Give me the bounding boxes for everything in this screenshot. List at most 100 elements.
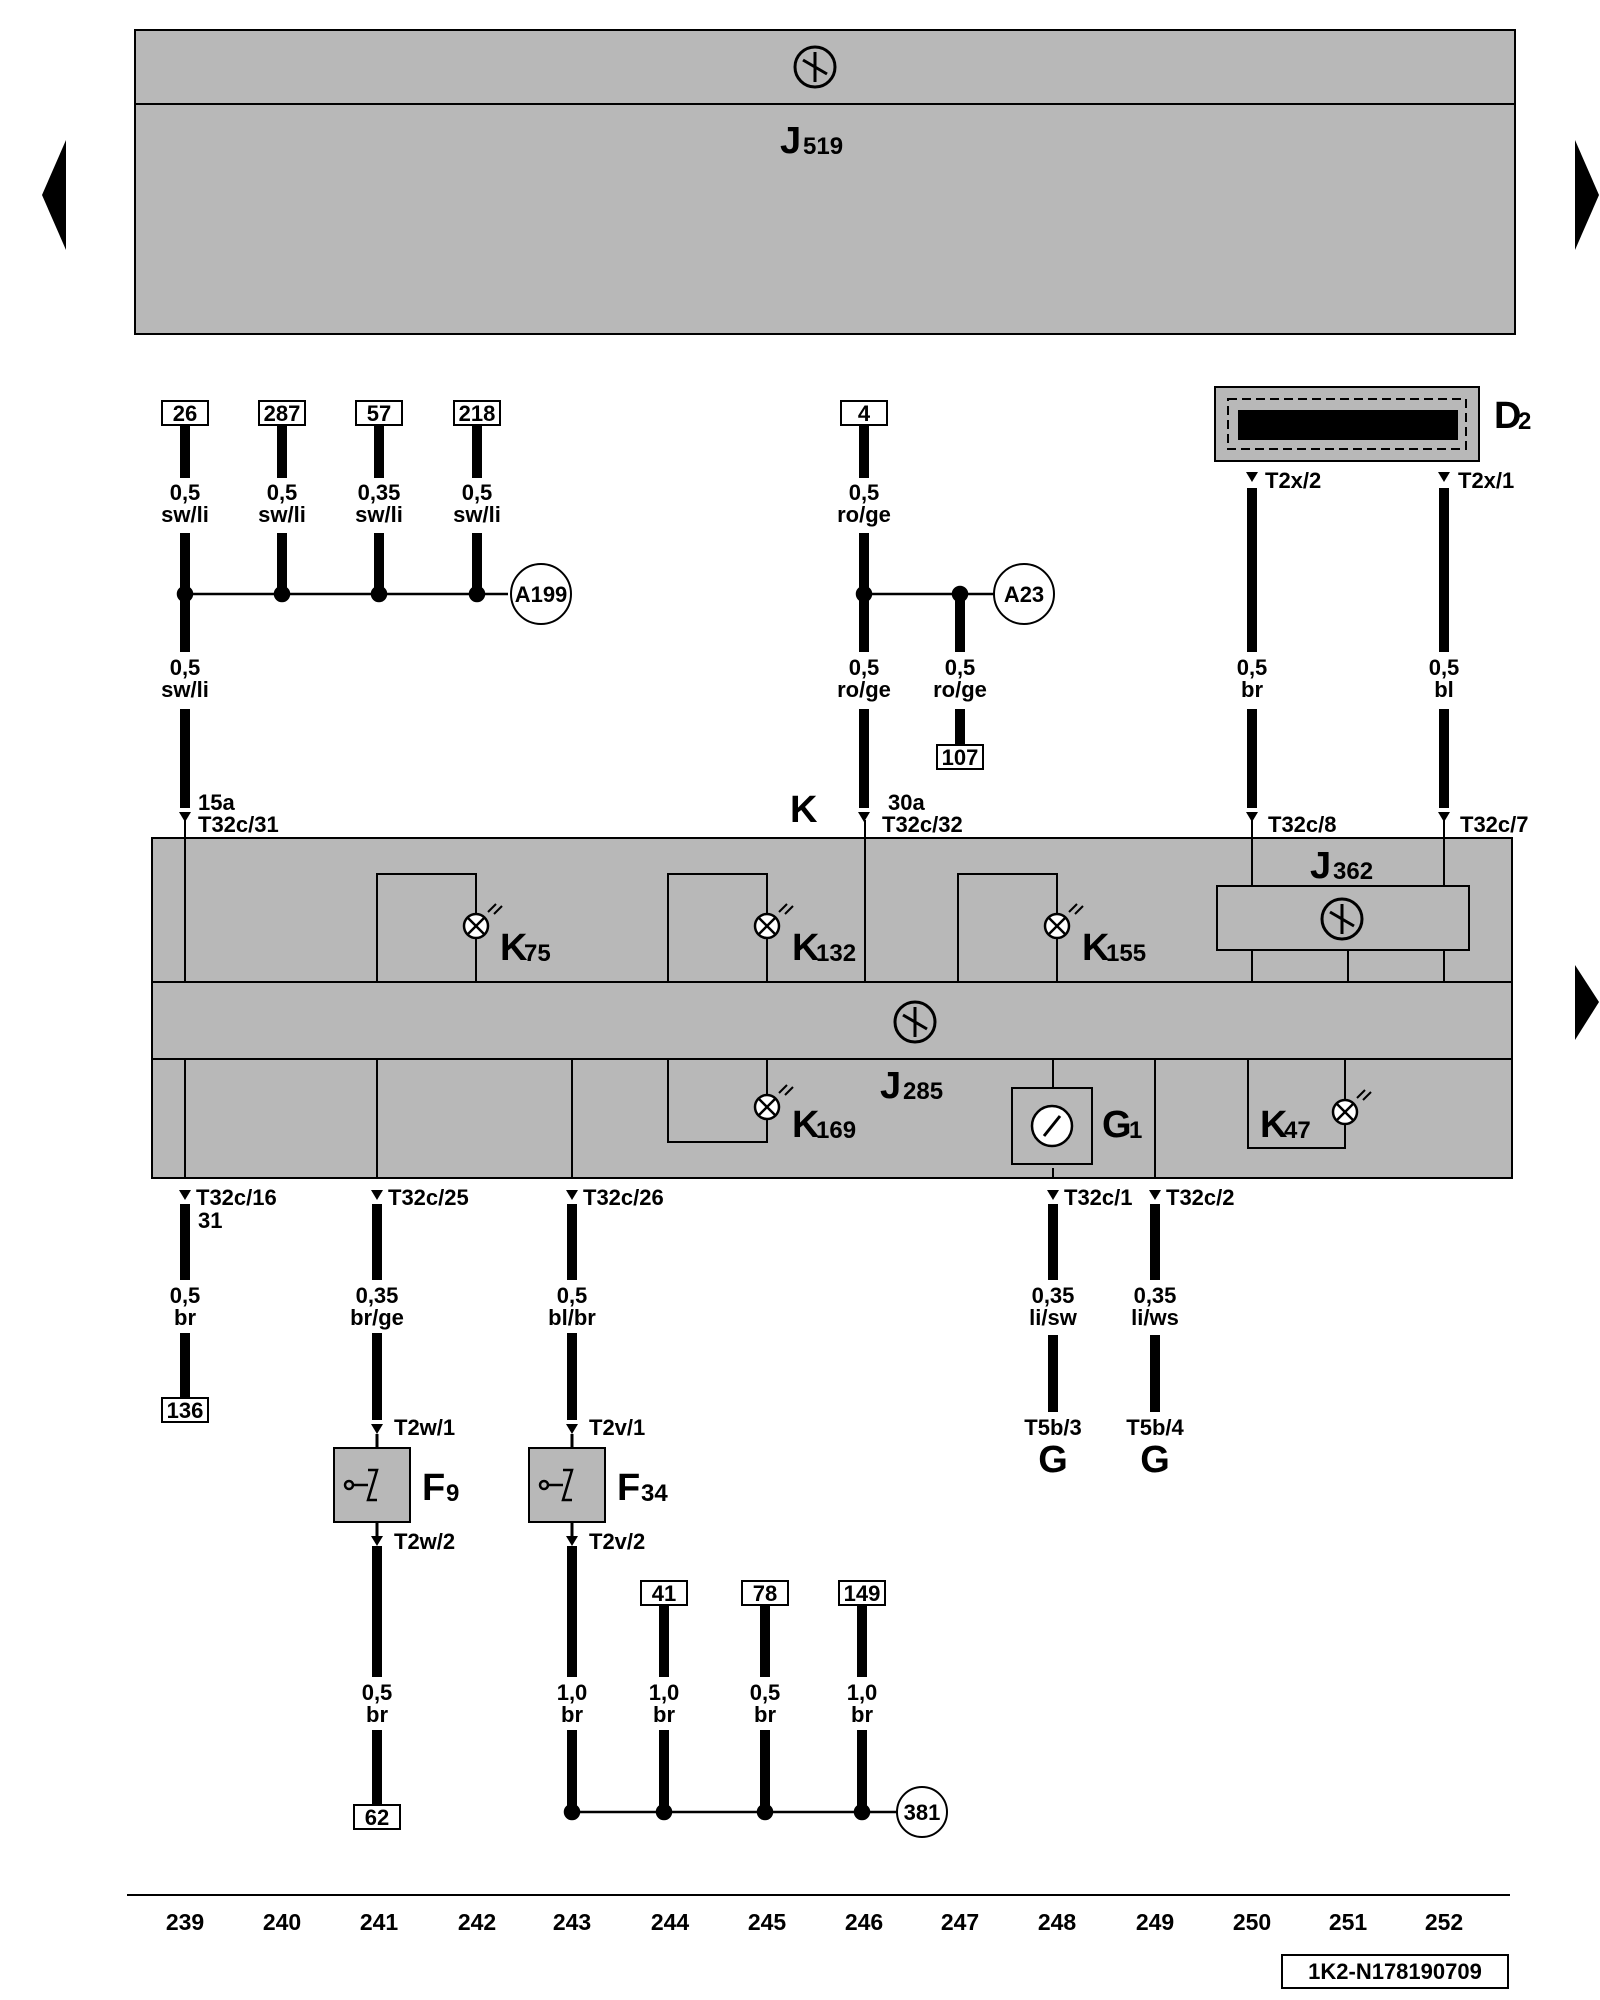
k47-warning-lamp: K 47 [1247, 1059, 1372, 1149]
f34-brake-fluid-switch: F 34 [528, 1434, 668, 1536]
pin-label: T5b/3 [1024, 1415, 1081, 1440]
wire-color: li/ws [1131, 1305, 1179, 1330]
wire-color: sw/li [161, 502, 209, 527]
junction-a23[interactable]: A23 [993, 563, 1055, 625]
j362-label: J [1310, 845, 1331, 887]
ref-136: 136 [167, 1398, 204, 1423]
wire-color: bl [1434, 677, 1454, 702]
k47-label: K [1260, 1104, 1288, 1146]
junction-a199[interactable]: A199 [510, 563, 572, 625]
k132-label-sub: 132 [816, 940, 856, 967]
ground-g-label: G [1140, 1439, 1170, 1481]
ref-box-149[interactable] [838, 1580, 886, 1606]
pin-label: T2w/1 [394, 1415, 455, 1440]
ref-box-78[interactable] [741, 1580, 789, 1606]
wire-color: sw/li [258, 502, 306, 527]
ref-26: 26 [173, 401, 197, 426]
pin-label: T32c/1 [1064, 1185, 1133, 1210]
k-label: K [790, 789, 818, 831]
pin-label: T5b/4 [1126, 1415, 1184, 1440]
wire-size: 0,5 [362, 1680, 393, 1705]
wire-size: 0,5 [557, 1283, 588, 1308]
wire-size: 1,0 [649, 1680, 680, 1705]
pin-label: T32c/7 [1460, 812, 1529, 837]
pin-label: T2w/2 [394, 1529, 455, 1554]
g1-label: G [1102, 1104, 1132, 1146]
wire-size: 0,35 [1134, 1283, 1177, 1308]
pin-label: 15a [198, 790, 235, 815]
control-unit-icon [893, 1000, 937, 1044]
j519-label: J [780, 120, 801, 162]
ref-box-57[interactable] [355, 400, 403, 426]
column-number: 247 [941, 1909, 979, 1935]
previous-page-arrow[interactable] [42, 140, 66, 250]
pin-label: T2x/2 [1265, 468, 1321, 493]
k75-label-sub: 75 [524, 940, 551, 967]
document-code: 1K2-N178190709 [1308, 1959, 1482, 1984]
pin-label: 30a [888, 790, 925, 815]
column-number: 244 [651, 1909, 690, 1935]
column-number: 252 [1425, 1909, 1463, 1935]
pin-label: T32c/32 [882, 812, 963, 837]
pin-label: T32c/2 [1166, 1185, 1235, 1210]
k75-warning-lamp: K 75 [376, 873, 551, 982]
reference-boxes[interactable] [161, 400, 984, 1830]
ref-4: 4 [858, 401, 871, 426]
j362-immobilizer-unit: J 362 [1216, 820, 1470, 982]
ref-149: 149 [844, 1581, 881, 1606]
wire-color: ro/ge [837, 677, 891, 702]
pin-label: T32c/26 [583, 1185, 664, 1210]
wire-color: bl/br [548, 1305, 596, 1330]
next-page-arrow-lower[interactable] [1575, 965, 1599, 1040]
pin-label: T32c/8 [1268, 812, 1337, 837]
wire-size: 0,5 [945, 655, 976, 680]
column-number: 248 [1038, 1909, 1077, 1935]
column-number: 243 [553, 1909, 591, 1935]
control-unit-icon [793, 45, 837, 89]
ref-box-107[interactable] [936, 744, 984, 770]
ref-box-136[interactable] [161, 1397, 209, 1423]
junction-a23-label: A23 [1004, 582, 1044, 607]
k155-warning-lamp: K 155 [957, 873, 1146, 982]
junction-a199-label: A199 [515, 582, 568, 607]
k47-label-sub: 47 [1284, 1117, 1311, 1144]
pin-label: T2v/2 [589, 1529, 645, 1554]
ref-box-62[interactable] [353, 1804, 401, 1830]
wire-color: ro/ge [837, 502, 891, 527]
wire-size: 0,5 [170, 1283, 201, 1308]
wire-size: 0,5 [849, 480, 880, 505]
ref-box-4[interactable] [840, 400, 888, 426]
ref-box-26[interactable] [161, 400, 209, 426]
wire-color: br [561, 1702, 583, 1727]
pin-label: T32c/25 [388, 1185, 469, 1210]
f9-brake-switch: F 9 [333, 1434, 459, 1536]
d2-label-sub: 2 [1518, 408, 1531, 435]
column-number: 249 [1136, 1909, 1174, 1935]
junction-381[interactable]: 381 [896, 1786, 948, 1838]
module-j519: J 519 [134, 29, 1516, 335]
column-number: 242 [458, 1909, 496, 1935]
ref-57: 57 [367, 401, 391, 426]
ref-box-218[interactable] [453, 400, 501, 426]
column-number: 251 [1329, 1909, 1368, 1935]
wire-size: 0,5 [170, 655, 201, 680]
k132-warning-lamp: K 132 [667, 873, 856, 982]
column-number: 241 [360, 1909, 399, 1935]
k169-label-sub: 169 [816, 1117, 856, 1144]
wire-color: br [366, 1702, 388, 1727]
pin-label: T2x/1 [1458, 468, 1514, 493]
g1-label-sub: 1 [1129, 1117, 1142, 1144]
wire-color: br [851, 1702, 873, 1727]
next-page-arrow[interactable] [1575, 140, 1599, 250]
j519-label-sub: 519 [803, 133, 843, 160]
ref-box-41[interactable] [640, 1580, 688, 1606]
k169-warning-lamp: K 169 [667, 1059, 856, 1146]
j285-label-sub: 285 [903, 1078, 943, 1105]
ref-box-287[interactable] [258, 400, 306, 426]
ground-g-label: G [1038, 1439, 1068, 1481]
document-code-box: 1K2-N178190709 [1281, 1954, 1509, 1989]
pin-label: T2v/1 [589, 1415, 645, 1440]
wire-size: 0,5 [750, 1680, 781, 1705]
pin-label: T32c/31 [198, 812, 279, 837]
